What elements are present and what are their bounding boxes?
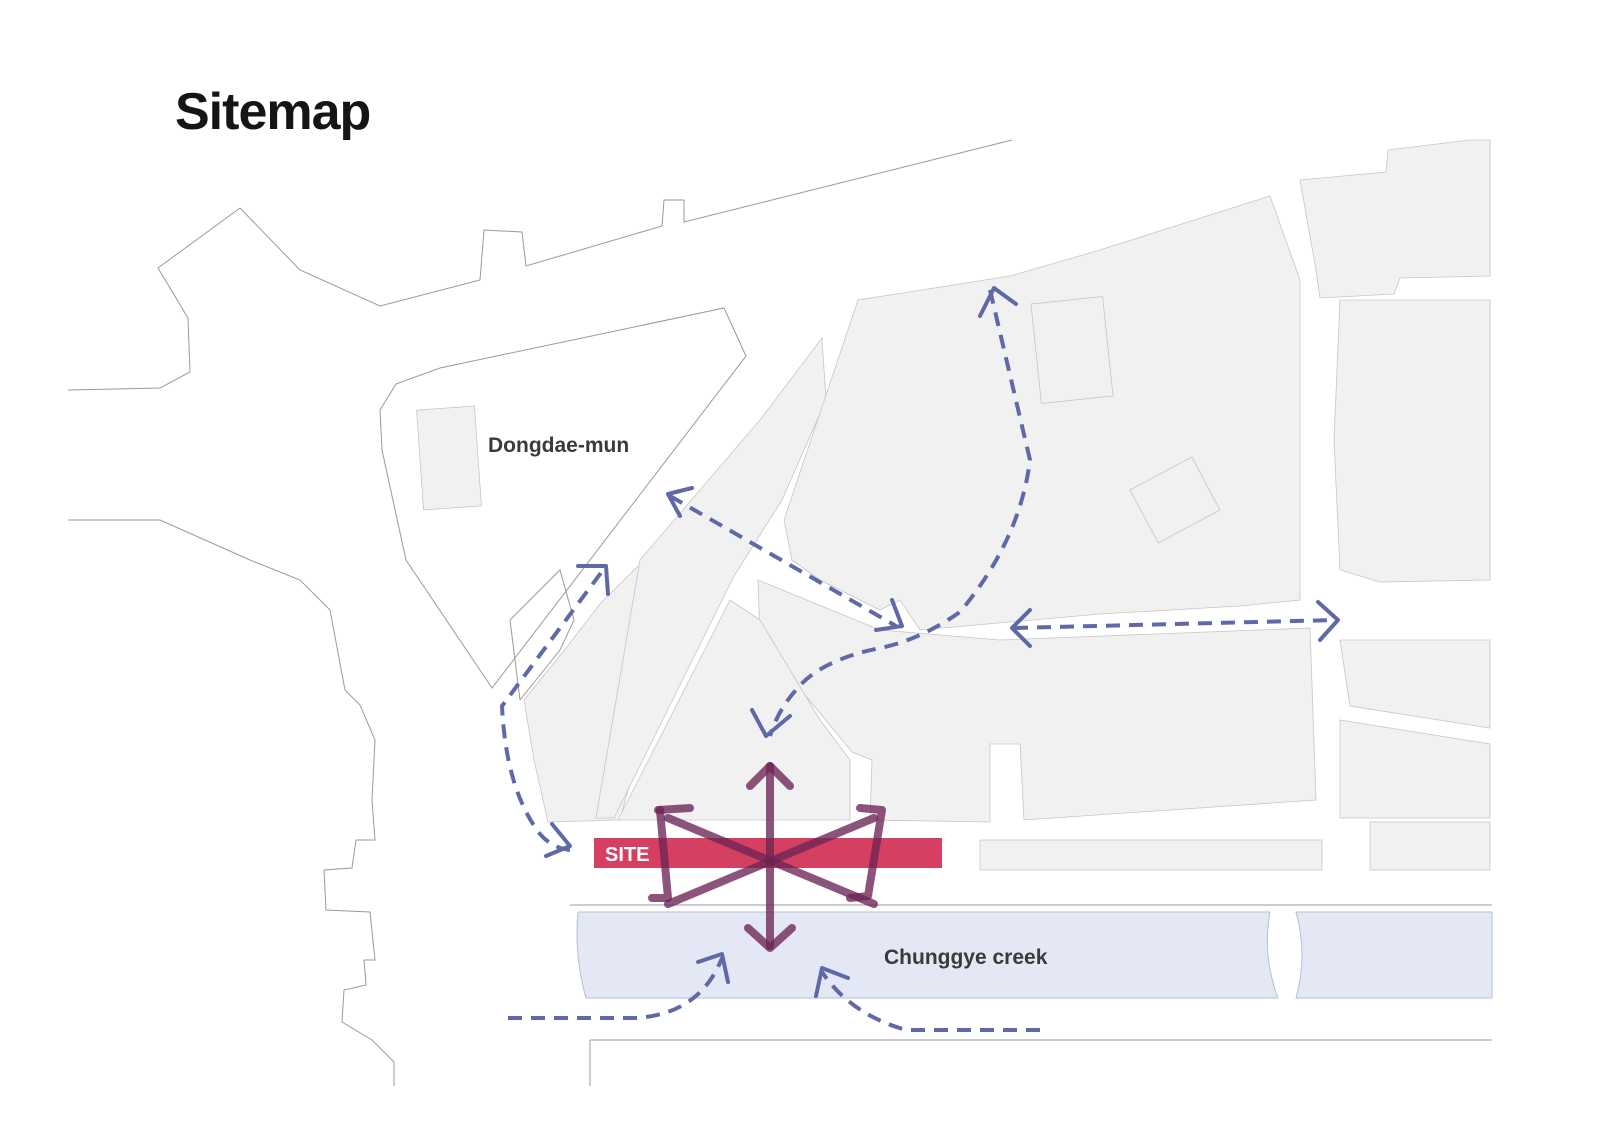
map-labels: Dongdae-mun Chunggye creek [488,434,1048,969]
flow-arrows [499,286,1340,1032]
creek-label: Chunggye creek [884,946,1048,969]
page-title: Sitemap [175,83,371,141]
city-blocks [416,139,1491,871]
road-outlines [67,139,1492,1086]
site-label: SITE [605,844,649,866]
site-access-arrows [648,762,886,952]
dongdaemun-label: Dongdae-mun [488,434,629,457]
